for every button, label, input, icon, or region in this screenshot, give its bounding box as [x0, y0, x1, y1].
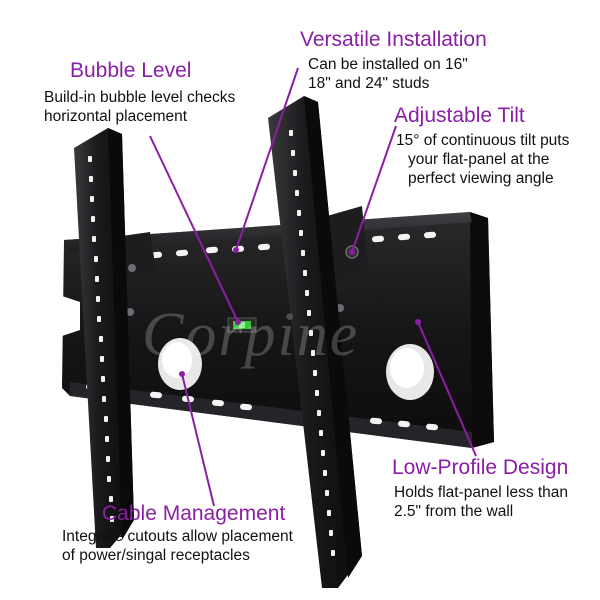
versatile-installation-leader-line	[235, 67, 299, 251]
low-profile-leader-line	[417, 321, 477, 457]
low-profile-line-2: 2.5" from the wall	[394, 503, 514, 520]
bubble-level-title: Bubble Level	[70, 59, 192, 82]
versatile-installation-title: Versatile Installation	[300, 28, 487, 51]
adjustable-tilt-description: 15° of continuous tilt puts your flat-pa…	[396, 131, 569, 188]
brand-watermark: Corpine	[142, 301, 360, 369]
versatile-installation-line-2: 18" and 24" studs	[308, 75, 430, 92]
cable-management-description: Integrate cutouts allow placement of pow…	[62, 527, 293, 565]
adjustable-tilt-line-1: 15° of continuous tilt puts	[396, 132, 570, 149]
bubble-level-line-1: Build-in bubble level checks	[44, 89, 236, 106]
adjustable-tilt-line-2: your flat-panel at the	[408, 151, 550, 168]
left-vertical-arm	[74, 128, 134, 548]
adjustable-tilt-leader-line	[351, 125, 397, 253]
bubble-level-line-2: horizontal placement	[44, 108, 188, 125]
low-profile-line-1: Holds flat-panel less than	[394, 484, 569, 501]
cable-management-leader-dot	[179, 371, 185, 377]
adjustable-tilt-leader-dot	[349, 249, 355, 255]
versatile-installation-leader-dot	[233, 247, 239, 253]
adjustable-tilt-line-3: perfect viewing angle	[408, 170, 554, 187]
cable-management-line-2: of power/singal receptacles	[62, 547, 250, 564]
left-tilt-bracket	[122, 232, 156, 316]
low-profile-leader-dot	[415, 319, 421, 325]
right-vertical-arm	[268, 96, 362, 588]
versatile-installation-line-1: Can be installed on 16"	[308, 56, 468, 73]
callout-leader-lines	[149, 67, 477, 507]
adjustable-tilt-title: Adjustable Tilt	[394, 104, 525, 127]
bubble-level-leader-line	[149, 135, 239, 323]
bubble-level	[227, 317, 257, 333]
cable-management-title: Cable Management	[102, 502, 286, 525]
low-profile-description: Holds flat-panel less than 2.5" from the…	[394, 483, 568, 521]
cable-management-line-1: Integrate cutouts allow placement	[62, 528, 293, 545]
wall-plate	[62, 212, 494, 448]
bubble-level-leader-dot	[235, 319, 241, 325]
low-profile-title: Low-Profile Design	[392, 456, 569, 479]
versatile-installation-description: Can be installed on 16" 18" and 24" stud…	[308, 55, 468, 93]
bubble-level-description: Build-in bubble level checks horizontal …	[44, 88, 235, 126]
cable-management-leader-line	[181, 373, 215, 507]
